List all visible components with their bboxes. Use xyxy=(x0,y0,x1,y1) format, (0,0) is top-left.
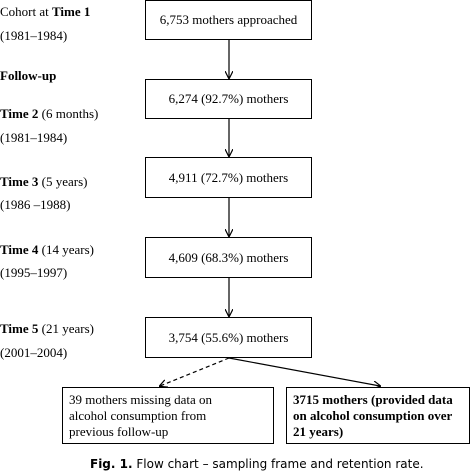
box-time2: 6,274 (92.7%) mothers xyxy=(145,79,312,119)
box-final-sample: 3715 mothers (provided data on alcohol c… xyxy=(286,387,470,444)
cohort-label: Cohort at Time 1 xyxy=(0,4,91,19)
box-missing-data: 39 mothers missing data on alcohol consu… xyxy=(62,387,274,444)
arrow-to-missing xyxy=(160,357,230,386)
figure-caption: Fig. 1. Flow chart – sampling frame and … xyxy=(90,457,424,471)
time5-years: (2001–2004) xyxy=(0,345,68,360)
time4-label: Time 4 (14 years) xyxy=(0,242,94,257)
box-time4: 4,609 (68.3%) mothers xyxy=(145,237,312,278)
time4-years: (1995–1997) xyxy=(0,265,68,280)
time3-label: Time 3 (5 years) xyxy=(0,174,88,189)
box-time5: 3,754 (55.6%) mothers xyxy=(145,317,312,358)
time2-years: (1981–1984) xyxy=(0,130,68,145)
time3-years: (1986 –1988) xyxy=(0,197,71,212)
arrow-to-final xyxy=(228,357,380,386)
box-approached: 6,753 mothers approached xyxy=(145,0,312,40)
time5-label: Time 5 (21 years) xyxy=(0,321,94,336)
time2-label: Time 2 (6 months) xyxy=(0,106,99,121)
cohort-years: (1981–1984) xyxy=(0,28,68,43)
box-time3: 4,911 (72.7%) mothers xyxy=(145,157,312,198)
followup-heading: Follow-up xyxy=(0,68,57,83)
